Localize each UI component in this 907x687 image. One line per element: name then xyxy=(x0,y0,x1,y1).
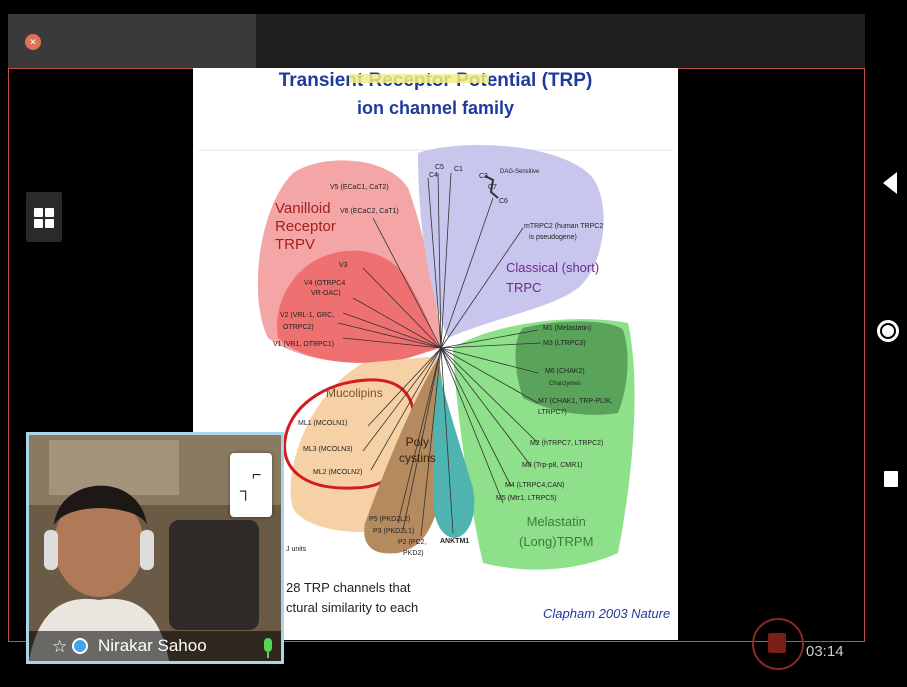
branch-c3: C3 xyxy=(479,173,488,180)
speaker-name-bar xyxy=(29,631,281,661)
branch-m8: M8 (Trp-p8, CMR1) xyxy=(522,462,583,469)
back-icon[interactable] xyxy=(883,172,897,194)
branch-v5: V5 (ECaC1, CaT2) xyxy=(330,184,389,191)
branch-m4: M4 (LTRPC4,CAN) xyxy=(505,482,565,489)
presentation-slide: Transient Receptor Potential (TRP) ion c… xyxy=(193,68,678,640)
recording-timer: 03:14 xyxy=(806,643,844,660)
branch-mtrpc2-note: is pseudogene) xyxy=(529,234,577,241)
anktm1-label: ANKTM1 xyxy=(440,538,470,545)
branch-m7: M7 (CHAK1, TRP-PLIK, xyxy=(538,398,613,405)
highlight-mark xyxy=(349,74,489,83)
branch-c7: C7 xyxy=(488,184,497,191)
pin-icon[interactable]: ☆ xyxy=(52,637,68,656)
branch-v2: V2 (VRL-1, GRC, xyxy=(280,312,335,319)
trp-phylogenetic-tree xyxy=(198,145,673,570)
recording-timer-ring[interactable] xyxy=(752,618,804,670)
branch-m3: M3 (LTRPC3) xyxy=(543,340,586,347)
branch-ml3: ML3 (MCOLN3) xyxy=(303,446,353,453)
branch-v6: V6 (ECaC2, CaT1) xyxy=(340,208,399,215)
home-icon[interactable] xyxy=(877,320,899,342)
home-icon-center xyxy=(882,325,894,337)
trpv-inner-region xyxy=(277,250,438,363)
anktm1-region xyxy=(433,368,475,538)
trpm-label: Melastatin(Long)TRPM xyxy=(519,514,594,549)
branch-c1: C1 xyxy=(454,166,463,173)
branch-ml1: ML1 (MCOLN1) xyxy=(298,420,348,427)
stop-icon[interactable] xyxy=(768,633,786,653)
branch-v3: V3 xyxy=(339,262,348,269)
branch-c6: C6 xyxy=(499,198,508,205)
branch-m2: M2 (hTRPC7, LTRPC2) xyxy=(530,440,604,447)
expand-icon: ⌐ xyxy=(252,467,262,484)
citation: Clapham 2003 Nature xyxy=(543,606,671,621)
trpc-region xyxy=(418,145,604,338)
network-status-icon xyxy=(72,638,88,654)
mucolipins-label: Mucolipins xyxy=(326,386,383,400)
expand-video-button[interactable]: ⌐ ┐ xyxy=(230,453,272,517)
branch-v1: V1 (VR1, OTRPC1) xyxy=(273,341,335,348)
dag-sensitive-label: DAG-Sensitive xyxy=(500,169,540,175)
branch-m7-alt: LTRPC7) xyxy=(538,409,567,416)
branch-m5: M5 (Mtr1, LTRPC5) xyxy=(496,495,557,502)
mic-icon xyxy=(264,638,272,652)
branch-c4: C4 xyxy=(429,172,438,179)
branch-p2: P2 (PC2, xyxy=(398,539,427,546)
slide-footer-line-1: 28 TRP channels that xyxy=(286,580,411,595)
slide-footer-line-2: ctural similarity to each xyxy=(286,600,419,615)
grid-view-button[interactable] xyxy=(26,192,62,242)
mic-stand xyxy=(267,652,269,658)
branch-m1: M1 (Melastatin) xyxy=(543,325,592,332)
speaker-video-tile[interactable] xyxy=(26,432,284,664)
slide-subtitle: ion channel family xyxy=(356,98,515,118)
trpc-label: Classical (short)TRPC xyxy=(506,260,600,295)
recent-apps-icon[interactable] xyxy=(884,471,898,487)
android-navigation-bar xyxy=(865,0,907,687)
branch-p5: P5 (PKD2L2) xyxy=(369,516,411,523)
scale-bar-label: J units xyxy=(286,546,307,553)
branch-m6: M6 (CHAK2) xyxy=(545,368,585,375)
branch-mtrpc2: mTRPC2 (human TRPC2 xyxy=(524,223,604,230)
branch-v2-alt: OTRPC2) xyxy=(283,324,314,331)
branch-v4: V4 (OTRPC4 xyxy=(304,280,346,287)
grid-icon xyxy=(34,208,43,217)
tree-branches xyxy=(337,172,542,537)
branch-p2-alt: PKD2) xyxy=(403,550,424,557)
top-bar-panel xyxy=(8,14,256,68)
branch-ml2: ML2 (MCOLN2) xyxy=(313,469,363,476)
chanzymes-label: Chanzymes xyxy=(549,381,581,387)
polycystins-region xyxy=(364,358,444,554)
branch-p3: P3 (PKD2L1) xyxy=(373,528,415,535)
recording-indicator-icon[interactable]: ✕ xyxy=(25,34,41,50)
branch-v4-alt: VR-OAC) xyxy=(311,290,341,297)
trpm-inner-region xyxy=(515,321,628,415)
speaker-name: Nirakar Sahoo xyxy=(98,636,207,655)
branch-c5: C5 xyxy=(435,164,444,171)
